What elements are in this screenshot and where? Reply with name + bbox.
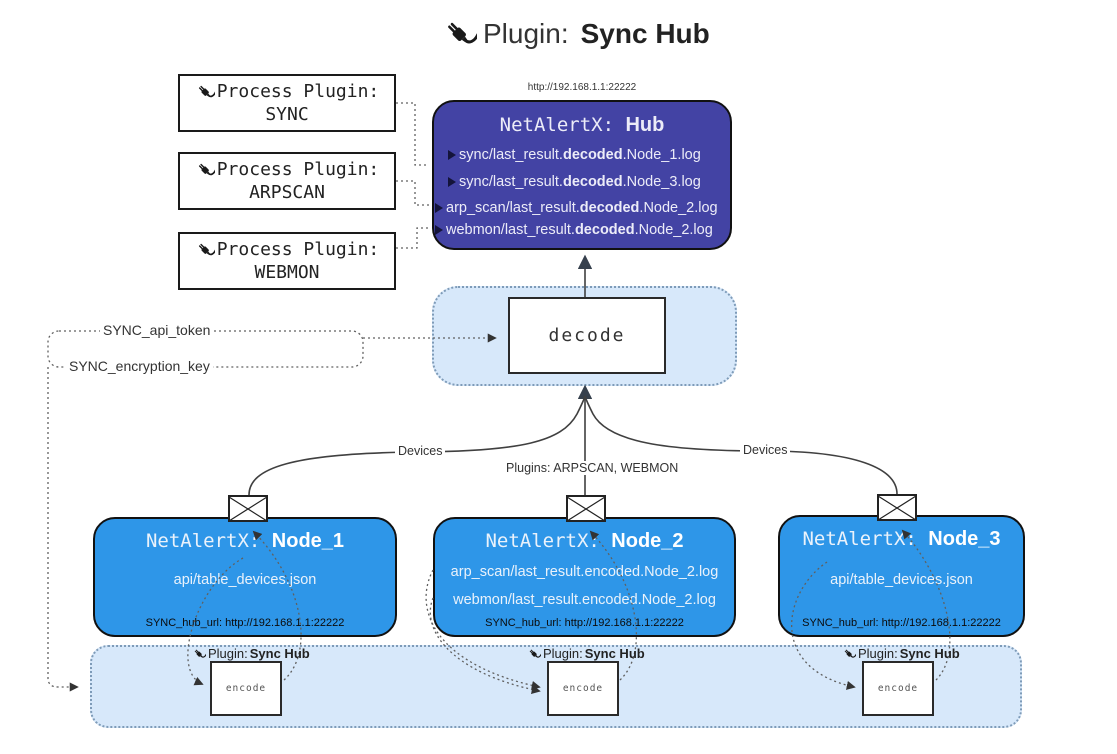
sync-api-token-label: SYNC_api_token — [100, 322, 214, 338]
node-data-file: api/table_devices.json — [173, 572, 317, 588]
plug-icon — [198, 163, 215, 175]
node-title: NetAlertX: Node_3 — [802, 528, 1001, 550]
node-1-box: NetAlertX: Node_1 api/table_devices.json… — [93, 517, 397, 637]
page-title: Plugin: Sync Hub — [441, 16, 710, 52]
process-plugin-arpscan: Process Plugin: ARPSCAN — [178, 152, 396, 210]
encode-label: encode — [877, 683, 919, 694]
encoder-plugin-label: Plugin: Sync Hub — [192, 646, 310, 661]
node-title: NetAlertX: Node_1 — [145, 530, 345, 552]
edge-arpscan-to-hub — [396, 180, 429, 206]
node-data-file: api/table_devices.json — [830, 572, 973, 588]
page-title-prefix: Plugin: — [483, 18, 569, 49]
node-hub-url: SYNC_hub_url: http://192.168.1.1:22222 — [802, 617, 1001, 629]
encode-label: encode — [225, 683, 267, 694]
process-plugin-label: Process Plugin: — [216, 81, 380, 102]
edge-label-plugins: Plugins: ARPSCAN, WEBMON — [503, 461, 682, 475]
plug-icon — [448, 22, 477, 44]
edge-label-devices-left: Devices — [395, 444, 446, 458]
hub-box: NetAlertX: Hub sync/last_result.decoded.… — [432, 100, 732, 250]
encode-box-2: encode — [547, 661, 619, 716]
envelope-icon — [877, 494, 917, 521]
node-hub-url: SYNC_hub_url: http://192.168.1.1:22222 — [145, 617, 345, 629]
node-title: NetAlertX: Node_2 — [485, 530, 684, 552]
hub-log-row: sync/last_result.decoded.Node_3.log — [448, 174, 701, 190]
encoder-plugin-label: Plugin: Sync Hub — [842, 646, 960, 661]
process-plugin-name: SYNC — [265, 104, 309, 125]
edge-secrets-to-encode-panel — [47, 367, 79, 692]
process-plugin-label: Process Plugin: — [216, 159, 380, 180]
hub-log-row: sync/last_result.decoded.Node_1.log — [448, 147, 701, 163]
node-hub-url: SYNC_hub_url: http://192.168.1.1:22222 — [485, 617, 684, 629]
plug-icon — [194, 649, 206, 658]
edge-label-devices-right: Devices — [740, 443, 791, 457]
process-plugin-webmon: Process Plugin: WEBMON — [178, 232, 396, 290]
node-data-file: webmon/last_result.encoded.Node_2.log — [453, 592, 716, 608]
plug-icon — [198, 243, 215, 255]
process-plugin-sync: Process Plugin: SYNC — [178, 74, 396, 132]
hub-url-label: http://192.168.1.1:22222 — [527, 82, 637, 93]
edge-webmon-to-hub — [396, 227, 429, 249]
plug-icon — [844, 649, 856, 658]
envelope-icon — [566, 495, 606, 522]
hub-title: NetAlertX: Hub — [499, 114, 665, 136]
plug-icon — [198, 85, 215, 97]
hub-log-row: webmon/last_result.decoded.Node_2.log — [435, 222, 713, 238]
encode-label: encode — [562, 683, 604, 694]
page-title-name: Sync Hub — [580, 18, 710, 49]
node-2-box: NetAlertX: Node_2 arp_scan/last_result.e… — [433, 517, 736, 637]
arrow-bullet-icon — [448, 177, 456, 187]
process-plugin-name: ARPSCAN — [249, 182, 325, 203]
edge-sync-to-hub — [396, 102, 429, 166]
decode-label: decode — [548, 325, 626, 346]
encoder-plugin-label: Plugin: Sync Hub — [527, 646, 645, 661]
sync-encryption-key-label: SYNC_encryption_key — [66, 358, 213, 374]
encode-box-3: encode — [862, 661, 934, 716]
arrow-bullet-icon — [435, 203, 443, 213]
encode-box-1: encode — [210, 661, 282, 716]
process-plugin-name: WEBMON — [254, 262, 320, 283]
node-data-file: arp_scan/last_result.encoded.Node_2.log — [450, 564, 719, 580]
hub-log-row: arp_scan/last_result.decoded.Node_2.log — [435, 200, 718, 216]
node-3-box: NetAlertX: Node_3 api/table_devices.json… — [778, 515, 1025, 637]
envelope-icon — [228, 495, 268, 522]
arrow-bullet-icon — [435, 225, 443, 235]
arrow-bullet-icon — [448, 150, 456, 160]
process-plugin-label: Process Plugin: — [216, 239, 380, 260]
plug-icon — [529, 649, 541, 658]
decode-box: decode — [508, 297, 666, 374]
